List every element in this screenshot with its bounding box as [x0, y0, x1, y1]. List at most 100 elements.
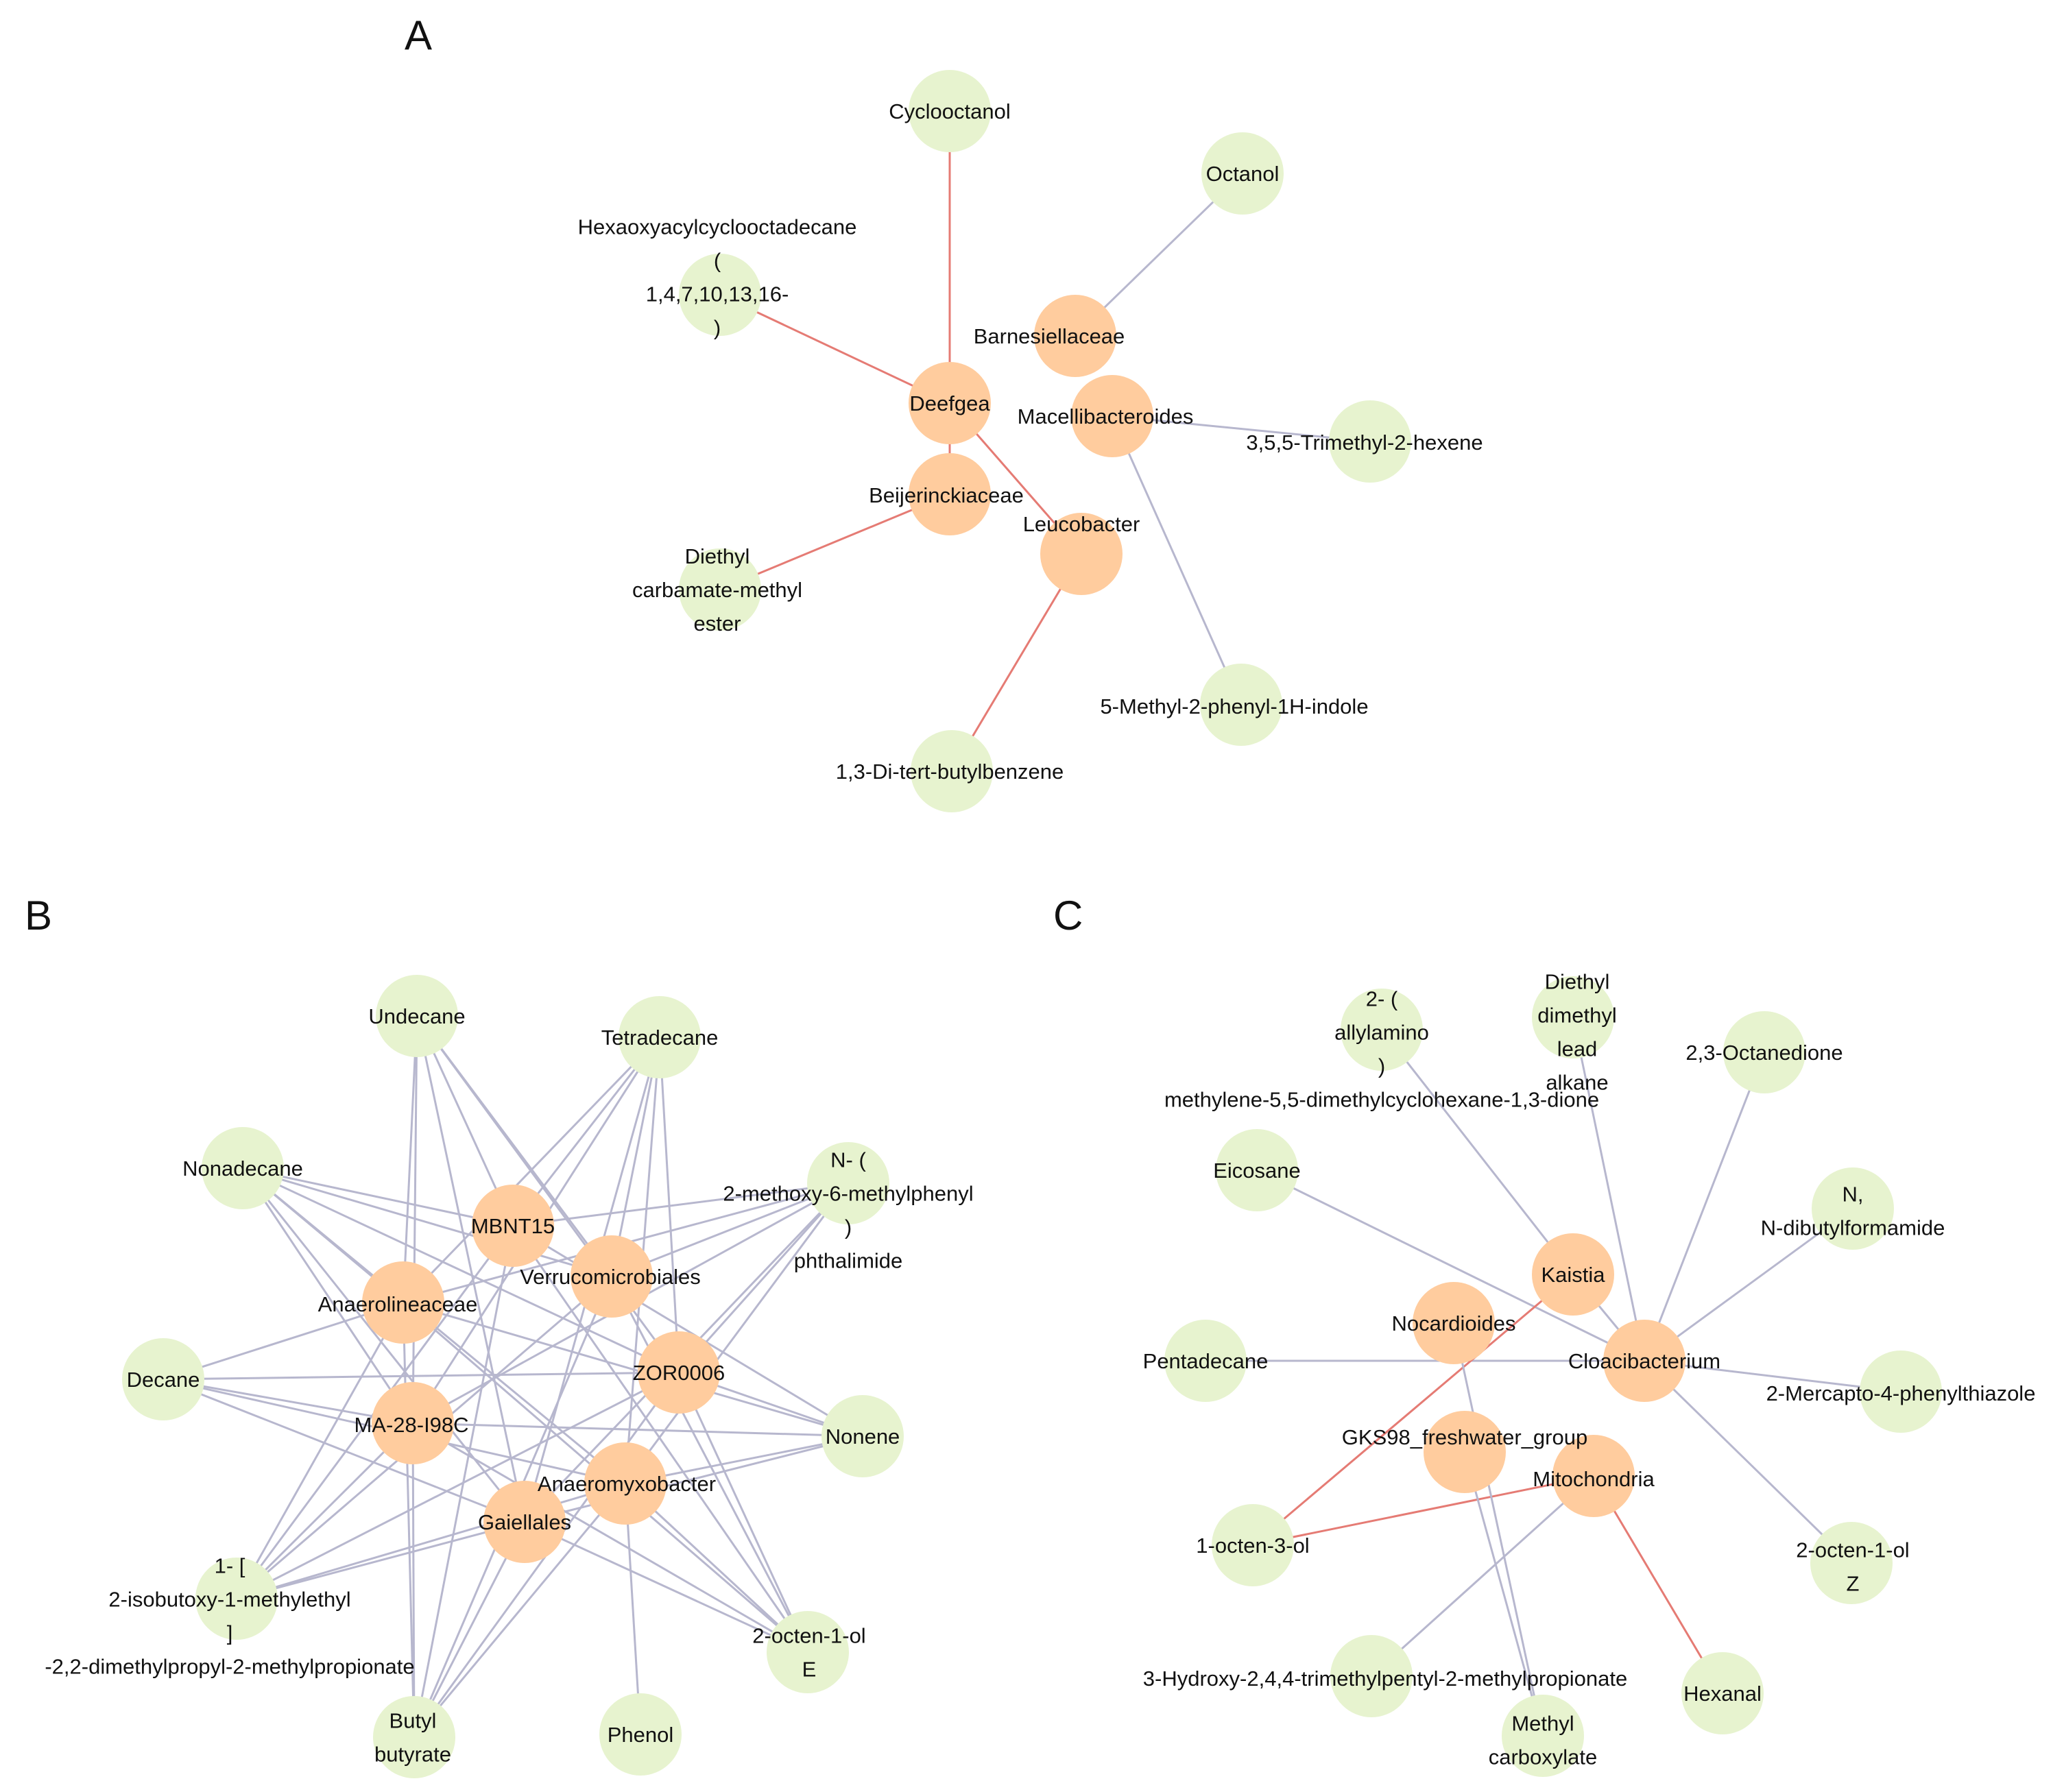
- node-label-line: Deefgea: [909, 391, 990, 415]
- node-label-a-methylphenylindole: 5-Methyl-2-phenyl-1H-indole: [1100, 694, 1368, 718]
- node-label-c-pentadecane: Pentadecane: [1143, 1349, 1269, 1373]
- edge-c-mitochondria-hexanal: [1592, 1475, 1724, 1694]
- node-b-undecane: [376, 975, 458, 1057]
- node-c-gks98: [1424, 1411, 1506, 1493]
- node-a-barnesiellaceae: [1034, 295, 1116, 377]
- node-b-verrucomicrobiales: [571, 1235, 653, 1318]
- node-label-line: Hexaoxyacylcyclooctadecane: [578, 215, 857, 239]
- edge-a-leucobacter-ditertbutylbenzene: [950, 553, 1083, 772]
- node-label-line: N-dibutylformamide: [1761, 1216, 1945, 1240]
- edge-b-octenolE-mbnt15: [512, 1225, 809, 1653]
- node-label-line: Decane: [127, 1368, 200, 1392]
- node-label-b-undecane: Undecane: [368, 1004, 465, 1028]
- node-label-b-nonene: Nonene: [826, 1425, 900, 1449]
- node-b-phenol: [599, 1693, 682, 1776]
- node-a-octanol: [1201, 132, 1284, 215]
- node-a-methylphenylindole: [1200, 664, 1282, 746]
- node-label-line: ): [845, 1215, 852, 1239]
- edge-b-nmethoxy-verrucomicrobiales: [611, 1182, 849, 1278]
- edge-b-octenolE-anaeromyxobacter: [624, 1482, 809, 1654]
- node-label-line: Diethyl: [685, 544, 750, 568]
- node-label-line: Verrucomicrobiales: [520, 1265, 701, 1289]
- node-label-line: Leucobacter: [1023, 512, 1140, 536]
- edge-b-butylbutyrate-anaeromyxobacter: [413, 1483, 627, 1738]
- node-label-line: 2-Mercapto-4-phenylthiazole: [1766, 1381, 2036, 1405]
- node-b-ma28: [372, 1382, 454, 1464]
- node-b-tetradecane: [619, 996, 701, 1078]
- node-label-b-anaerolineaceae: Anaerolineaceae: [318, 1292, 478, 1316]
- edge-b-octenolE-ma28: [412, 1422, 808, 1654]
- edge-b-octenolE-zor0006: [677, 1372, 809, 1653]
- edge-c-mitochondria-hydroxytrimethyl: [1370, 1475, 1595, 1678]
- node-label-line: Macellibacteroides: [1018, 404, 1194, 428]
- node-c-octenolZ: [1810, 1522, 1893, 1604]
- node-label-line: phthalimide: [794, 1249, 903, 1273]
- node-label-line: Butyl: [389, 1709, 437, 1733]
- node-c-diethyllead: [1532, 976, 1614, 1058]
- edge-b-undecane-anaerolineaceae: [402, 1015, 418, 1303]
- node-a-ditertbutylbenzene: [911, 730, 993, 812]
- edge-b-tetradecane-anaerolineaceae: [402, 1036, 661, 1304]
- node-label-line: 2- (: [1366, 987, 1398, 1011]
- edge-b-undecane-zor0006: [416, 1015, 680, 1373]
- panel-letter-a: A: [405, 12, 432, 58]
- panel-a-nodes: CyclooctanolOctanolHexaoxyacylcyclooctad…: [578, 70, 1483, 812]
- node-label-line: Hexanal: [1683, 1682, 1762, 1706]
- node-label-a-cyclooctanol: Cyclooctanol: [889, 99, 1010, 123]
- node-c-pentadecane: [1164, 1320, 1247, 1402]
- edge-b-nonadecane-gaiellales: [241, 1167, 526, 1523]
- node-label-line: carboxylate: [1489, 1745, 1598, 1769]
- edge-a-macellibacteroides-methylphenylindole: [1111, 415, 1243, 705]
- node-label-line: 1,3-Di-tert-butylbenzene: [836, 760, 1064, 784]
- edge-b-butylbutyrate-anaerolineaceae: [402, 1302, 416, 1738]
- node-b-octenolE: [767, 1611, 849, 1693]
- node-label-c-mercapto: 2-Mercapto-4-phenylthiazole: [1766, 1381, 2036, 1405]
- node-label-b-zor0006: ZOR0006: [633, 1361, 725, 1385]
- panel-c: C 2- (allylamino)methylene-5,5-dimethylc…: [1053, 893, 2035, 1777]
- node-label-line: Pentadecane: [1143, 1349, 1269, 1373]
- node-label-line: ZOR0006: [633, 1361, 725, 1385]
- node-label-line: Anaeromyxobacter: [538, 1472, 716, 1496]
- node-label-a-barnesiellaceae: Barnesiellaceae: [974, 324, 1125, 348]
- node-label-c-nocardioides: Nocardioides: [1392, 1311, 1516, 1335]
- node-label-line: E: [802, 1658, 817, 1682]
- node-label-line: Undecane: [368, 1004, 465, 1028]
- node-label-line: ): [714, 316, 721, 340]
- node-a-cyclooctanol: [909, 70, 991, 152]
- edge-b-nonadecane-zor0006: [242, 1167, 680, 1374]
- edge-b-undecane-gaiellales: [416, 1015, 526, 1523]
- edge-b-isobutoxy-ma28: [235, 1422, 414, 1600]
- node-label-line: Gaiellales: [478, 1510, 571, 1534]
- node-label-line: 1- [: [215, 1554, 245, 1578]
- node-a-beijerinckiaceae: [909, 453, 991, 535]
- panel-a: A CyclooctanolOctanolHexaoxyacylcyclooct…: [405, 12, 1483, 812]
- node-label-line: 2-methoxy-6-methylphenyl: [723, 1182, 973, 1206]
- node-c-eicosane: [1216, 1129, 1298, 1211]
- node-label-line: GKS98_freshwater_group: [1342, 1425, 1587, 1449]
- node-c-methylcarboxylate: [1502, 1695, 1584, 1777]
- node-a-deefgea: [909, 362, 991, 444]
- node-label-c-kaistia: Kaistia: [1541, 1263, 1605, 1287]
- node-label-line: methylene-5,5-dimethylcyclohexane-1,3-di…: [1164, 1088, 1599, 1112]
- node-label-c-eicosane: Eicosane: [1213, 1159, 1301, 1183]
- edge-b-isobutoxy-anaerolineaceae: [235, 1302, 405, 1599]
- node-label-line: alkane: [1546, 1071, 1608, 1095]
- node-label-b-decane: Decane: [127, 1368, 200, 1392]
- node-label-line: 2-octen-1-ol: [752, 1624, 865, 1648]
- node-label-b-phenol: Phenol: [608, 1723, 674, 1747]
- node-label-c-hexanal: Hexanal: [1683, 1682, 1762, 1706]
- edge-b-isobutoxy-gaiellales: [236, 1521, 525, 1600]
- node-label-line: Nonene: [826, 1425, 900, 1449]
- node-c-dibutylformamide: [1812, 1167, 1894, 1250]
- edge-b-nmethoxy-mbnt15: [512, 1182, 849, 1227]
- node-c-nocardioides: [1413, 1282, 1495, 1364]
- edge-b-tetradecane-zor0006: [658, 1037, 680, 1373]
- node-label-c-cloacibacterium: Cloacibacterium: [1568, 1349, 1720, 1373]
- node-label-line: Beijerinckiaceae: [869, 483, 1024, 507]
- node-label-line: 2-isobutoxy-1-methylethyl: [108, 1588, 350, 1612]
- edge-b-isobutoxy-zor0006: [236, 1371, 680, 1600]
